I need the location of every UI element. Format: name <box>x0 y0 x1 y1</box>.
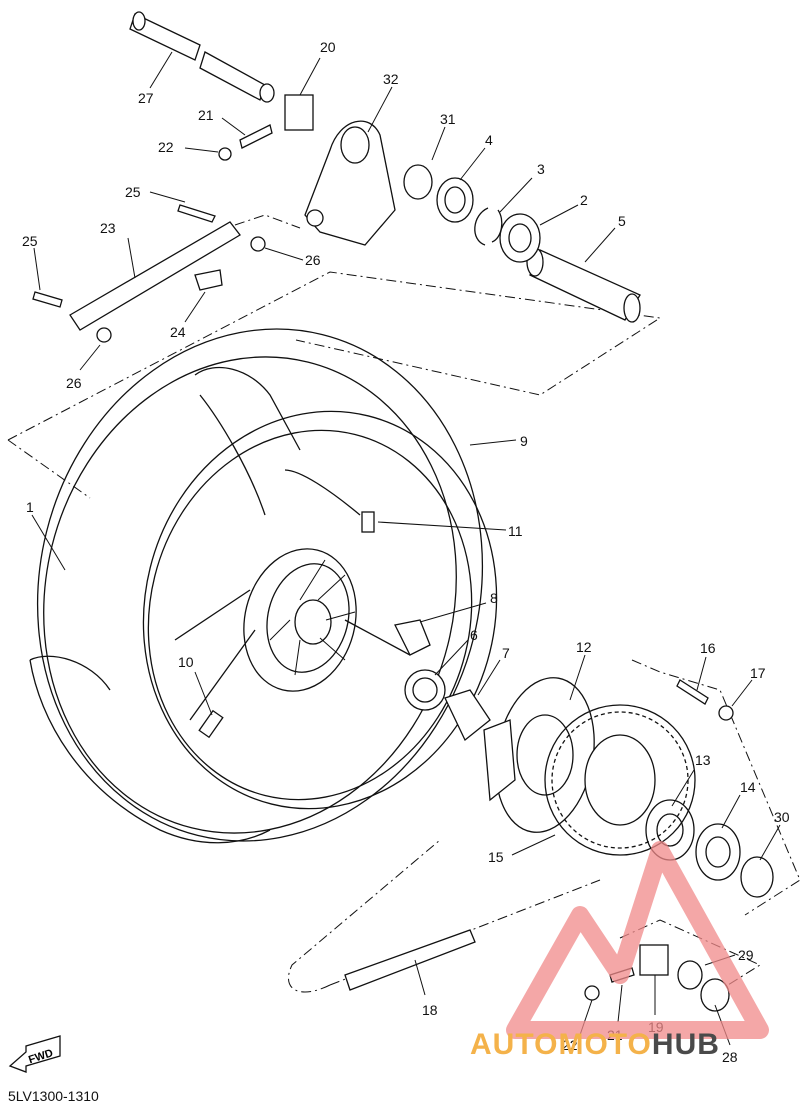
callout-8: 8 <box>490 590 498 606</box>
callout-31: 31 <box>440 111 456 127</box>
callout-18: 18 <box>422 1002 438 1018</box>
watermark-text: AUTOMOTOHUB <box>470 1028 720 1062</box>
callout-28: 28 <box>722 1049 738 1065</box>
callout-26: 26 <box>305 252 321 268</box>
sprocket-assembly <box>394 619 696 856</box>
callout-14: 14 <box>740 779 756 795</box>
caliper-bracket <box>32 94 396 343</box>
callout-24: 24 <box>170 324 186 340</box>
callout-15: 15 <box>488 849 504 865</box>
callout-25: 25 <box>125 184 141 200</box>
callout-12: 12 <box>576 639 592 655</box>
callout-25: 25 <box>22 233 38 249</box>
callout-27: 27 <box>138 90 154 106</box>
callout-labels: 20 27 32 21 31 4 22 3 2 25 23 5 26 25 24… <box>22 39 790 1065</box>
callout-10: 10 <box>178 654 194 670</box>
forward-arrow-icon: FWD <box>8 1035 61 1073</box>
callout-11: 11 <box>508 523 523 539</box>
callout-23: 23 <box>100 220 116 236</box>
watermark-part-2: HUB <box>651 1028 720 1061</box>
callout-22: 22 <box>562 1037 578 1053</box>
leader-lines <box>31 51 781 1046</box>
watermark-part-1: AUTOMOTO <box>470 1028 652 1061</box>
callout-3: 3 <box>537 161 545 177</box>
callout-4: 4 <box>485 132 493 148</box>
rear-wheel <box>29 328 498 844</box>
callout-17: 17 <box>750 665 766 681</box>
callout-16: 16 <box>700 640 716 656</box>
callout-30: 30 <box>774 809 790 825</box>
callout-2: 2 <box>580 192 588 208</box>
callout-22: 22 <box>158 139 174 155</box>
callout-5: 5 <box>618 213 626 229</box>
callout-13: 13 <box>695 752 711 768</box>
callout-32: 32 <box>383 71 399 87</box>
callout-9: 9 <box>520 433 528 449</box>
callout-21: 21 <box>198 107 214 123</box>
axle-and-bearings <box>129 11 774 1012</box>
automotohub-logo-icon <box>506 841 769 1039</box>
callout-7: 7 <box>502 645 510 661</box>
diagram-code: 5LV1300-1310 <box>8 1088 99 1104</box>
callout-26: 26 <box>66 375 82 391</box>
callout-20: 20 <box>320 39 336 55</box>
drive-chain <box>287 839 601 993</box>
callout-29: 29 <box>738 947 754 963</box>
callout-6: 6 <box>470 627 478 643</box>
callout-1: 1 <box>26 499 34 515</box>
